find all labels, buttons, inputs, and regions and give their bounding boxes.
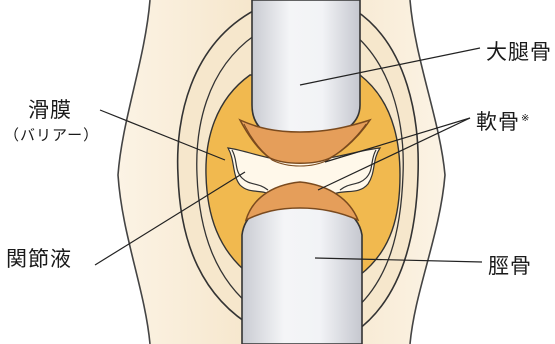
tibia-bone	[242, 200, 362, 344]
label-tibia: 脛骨	[488, 250, 532, 280]
label-synovium-note: （バリアー）	[4, 124, 99, 145]
femur-bone	[252, 0, 360, 140]
label-cartilage-mark: ※	[521, 113, 530, 124]
label-cartilage: 軟骨※	[476, 106, 530, 136]
label-synovium: 滑膜	[28, 94, 72, 124]
label-femur: 大腿骨	[486, 36, 552, 66]
label-cartilage-text: 軟骨	[476, 110, 520, 134]
label-synovial-fluid: 関節液	[6, 243, 72, 273]
